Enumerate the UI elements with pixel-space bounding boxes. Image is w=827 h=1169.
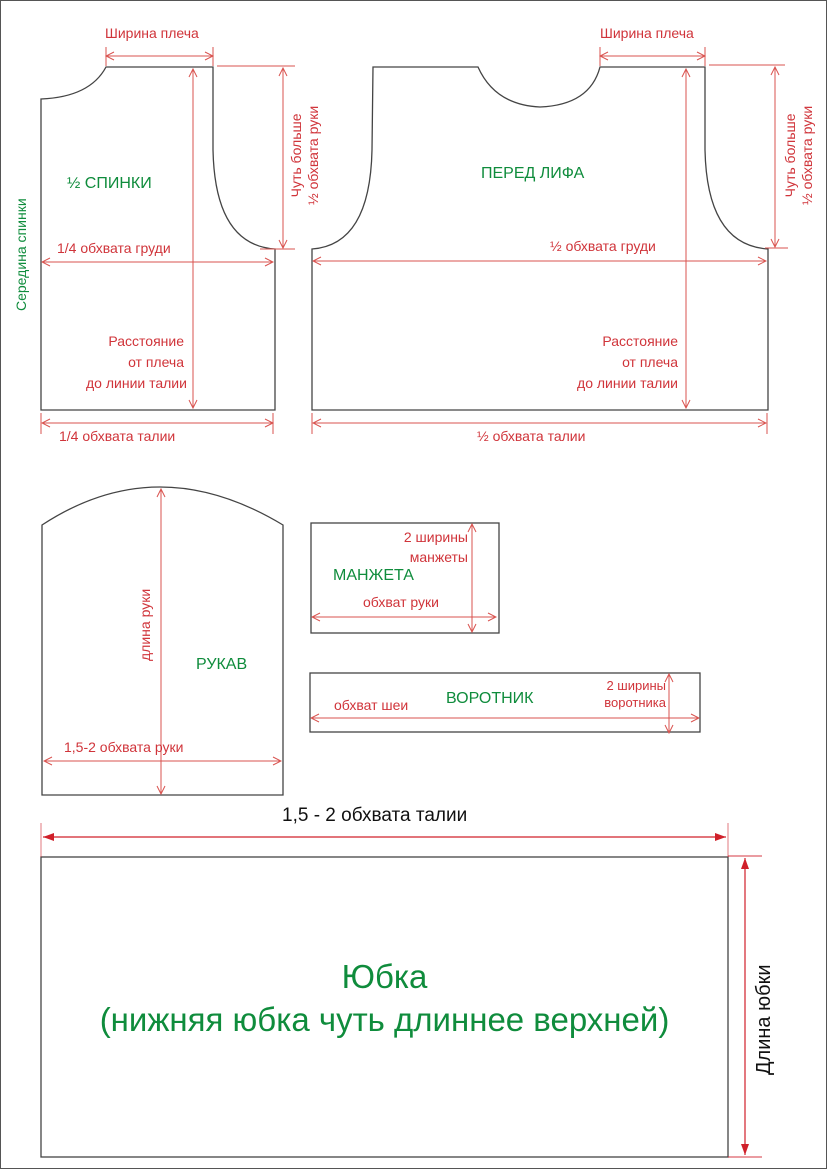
back-piece-name: ½ СПИНКИ: [67, 175, 152, 192]
cuff-piece-name: МАНЖЕТА: [333, 567, 414, 584]
skirt-width-label: 1,5 - 2 обхвата талии: [282, 805, 468, 826]
front-armhole-label-line2: ½ обхвата руки: [798, 105, 815, 205]
front-length-label: Расстояние от плеча до линии талии: [560, 331, 678, 394]
back-waist-label: 1/4 обхвата талии: [59, 428, 176, 444]
front-length-line3: до линии талии: [577, 375, 678, 391]
skirt-name-line2: (нижняя юбка чуть длиннее верхней): [99, 1000, 670, 1038]
front-armhole-label-line1: Чуть больше: [782, 113, 798, 198]
collar-width-label: обхват шеи: [334, 697, 409, 713]
back-length-line1: Расстояние: [108, 333, 184, 349]
front-bust-label: ½ обхвата груди: [550, 238, 656, 254]
back-shoulder-width-label: Ширина плеча: [105, 25, 199, 41]
skirt-piece-name: Юбка (нижняя юбка чуть длиннее верхней): [41, 956, 728, 1042]
collar-piece-name: ВОРОТНИК: [446, 690, 534, 707]
back-length-line2: от плеча: [128, 354, 184, 370]
back-bust-label: 1/4 обхвата груди: [57, 240, 171, 256]
cuff-outline: [310, 522, 500, 634]
front-waist-label: ½ обхвата талии: [477, 428, 586, 444]
front-armhole-label: Чуть больше ½ обхвата руки: [782, 106, 816, 205]
cuff-height-label: 2 ширины манжеты: [370, 527, 468, 567]
sleeve-width-label: 1,5-2 обхвата руки: [64, 739, 184, 755]
collar-height-line1: 2 ширины: [606, 678, 666, 693]
skirt-name-line1: Юбка: [341, 958, 428, 995]
sleeve-outline: [41, 486, 284, 796]
skirt-length-label: Длина юбки: [753, 964, 775, 1076]
collar-height-line2: воротника: [604, 695, 666, 710]
collar-height-label: 2 ширины воротника: [580, 677, 666, 711]
back-armhole-label: Чуть больше ½ обхвата руки: [288, 106, 322, 205]
back-length-line3: до линии талии: [86, 375, 187, 391]
back-armhole-label-line2: ½ обхвата руки: [304, 105, 321, 205]
sleeve-length-label: длина руки: [137, 588, 153, 661]
cuff-height-line2: манжеты: [409, 549, 468, 565]
sleeve-piece-name: РУКАВ: [196, 656, 248, 673]
front-length-line1: Расстояние: [602, 333, 678, 349]
back-armhole-label-line1: Чуть больше: [288, 113, 304, 198]
skirt-outline: [40, 856, 729, 1158]
center-back-label: Середина спинки: [13, 198, 29, 311]
collar-outline: [309, 672, 701, 733]
front-piece-name: ПЕРЕД ЛИФА: [481, 165, 585, 182]
cuff-height-line1: 2 ширины: [403, 529, 468, 545]
front-length-line2: от плеча: [622, 354, 678, 370]
back-length-label: Расстояние от плеча до линии талии: [86, 331, 187, 394]
front-piece-outline: [311, 66, 769, 411]
front-shoulder-width-label: Ширина плеча: [600, 25, 694, 41]
cuff-width-label: обхват руки: [363, 594, 439, 610]
